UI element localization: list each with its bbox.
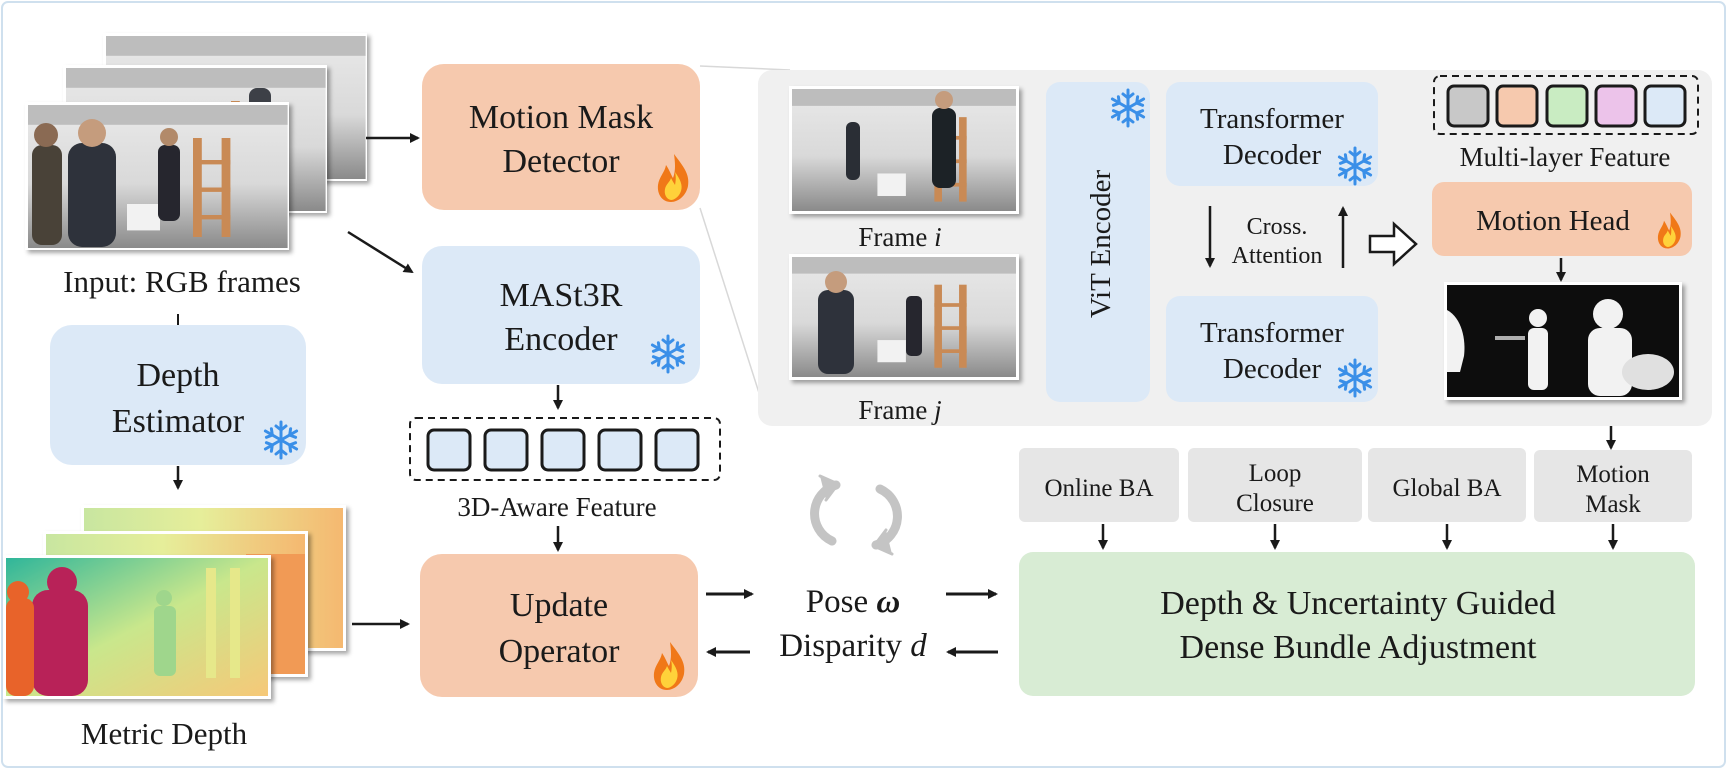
disparity-label: Disparity d bbox=[779, 628, 927, 664]
motion-mask-detector-line1: Motion Mask bbox=[469, 99, 653, 136]
frame-i-caption: Frame i bbox=[858, 222, 941, 252]
multi-layer-feature-tokens bbox=[1433, 75, 1699, 135]
update-operator-line1: Update bbox=[510, 587, 608, 624]
ba-input-mask-line1: Motion bbox=[1576, 461, 1650, 488]
pose-label: Pose ω bbox=[806, 584, 900, 620]
mast3r-encoder-box: MASt3R Encoder bbox=[422, 246, 700, 384]
ba-input-online: Online BA bbox=[1019, 448, 1179, 522]
decoder-bottom-line1: Transformer bbox=[1200, 317, 1344, 349]
ba-input-loop-line2: Closure bbox=[1236, 490, 1314, 517]
depth-estimator-line2: Estimator bbox=[112, 403, 245, 440]
motion-mask-detector-line2: Detector bbox=[502, 143, 620, 180]
ba-input-global-label: Global BA bbox=[1392, 475, 1501, 502]
mast3r-encoder-line1: MASt3R bbox=[500, 277, 623, 314]
ba-input-loop-line1: Loop bbox=[1249, 460, 1302, 487]
ba-input-online-label: Online BA bbox=[1044, 475, 1153, 502]
aware-feature-caption: 3D-Aware Feature bbox=[457, 492, 656, 522]
feature-token bbox=[1594, 84, 1638, 128]
feature-token bbox=[1643, 84, 1687, 128]
feature-token bbox=[1446, 84, 1490, 128]
decoder-bottom-line2: Decoder bbox=[1223, 353, 1322, 385]
update-operator-line2: Operator bbox=[499, 633, 621, 670]
cross-attention-line1: Cross. bbox=[1247, 214, 1308, 240]
dense-bundle-adjustment-box: Depth & Uncertainty Guided Dense Bundle … bbox=[1019, 552, 1695, 696]
input-rgb-frames bbox=[25, 33, 367, 250]
transformer-decoder-bottom: Transformer Decoder bbox=[1166, 296, 1378, 402]
motion-mask-detector-box: Motion Mask Detector bbox=[422, 64, 700, 210]
hollow-arrow-icon bbox=[1368, 221, 1418, 267]
ba-input-global: Global BA bbox=[1368, 448, 1526, 522]
ba-input-motion-mask: Motion Mask bbox=[1534, 450, 1692, 522]
transformer-decoder-top: Transformer Decoder bbox=[1166, 82, 1378, 186]
aware-feature-tokens bbox=[409, 417, 721, 481]
motion-head-label: Motion Head bbox=[1476, 205, 1630, 237]
rgb-frame-front bbox=[25, 102, 289, 250]
iteration-loop-icon bbox=[810, 474, 902, 556]
depth-estimator-box: Depth Estimator bbox=[50, 325, 306, 465]
ba-input-loop-closure: Loop Closure bbox=[1188, 448, 1362, 522]
dense-ba-line2: Dense Bundle Adjustment bbox=[1180, 629, 1538, 666]
cross-attention-line2: Attention bbox=[1232, 243, 1323, 269]
motion-mask-image bbox=[1444, 282, 1682, 400]
dense-ba-line1: Depth & Uncertainty Guided bbox=[1160, 585, 1556, 622]
frame-i-image bbox=[789, 86, 1019, 214]
motion-head-box: Motion Head bbox=[1432, 182, 1692, 256]
multi-layer-feature-caption: Multi-layer Feature bbox=[1460, 142, 1671, 172]
depth-estimator-line1: Depth bbox=[136, 357, 219, 394]
vit-encoder-box: ViT Encoder bbox=[1046, 82, 1150, 402]
mast3r-encoder-line2: Encoder bbox=[504, 321, 618, 358]
metric-depth-caption: Metric Depth bbox=[81, 716, 248, 751]
frame-j-image bbox=[789, 254, 1019, 380]
ba-input-mask-line2: Mask bbox=[1585, 491, 1641, 518]
feature-token bbox=[1495, 84, 1539, 128]
input-caption: Input: RGB frames bbox=[63, 264, 301, 299]
metric-depth-front bbox=[3, 555, 271, 699]
metric-depth-frames bbox=[3, 505, 346, 699]
frame-j-caption: Frame j bbox=[858, 395, 941, 425]
vit-encoder-label: ViT Encoder bbox=[1085, 170, 1117, 319]
update-operator-box: Update Operator bbox=[420, 554, 698, 697]
feature-token bbox=[1545, 84, 1589, 128]
decoder-top-line2: Decoder bbox=[1223, 139, 1322, 171]
decoder-top-line1: Transformer bbox=[1200, 103, 1344, 135]
